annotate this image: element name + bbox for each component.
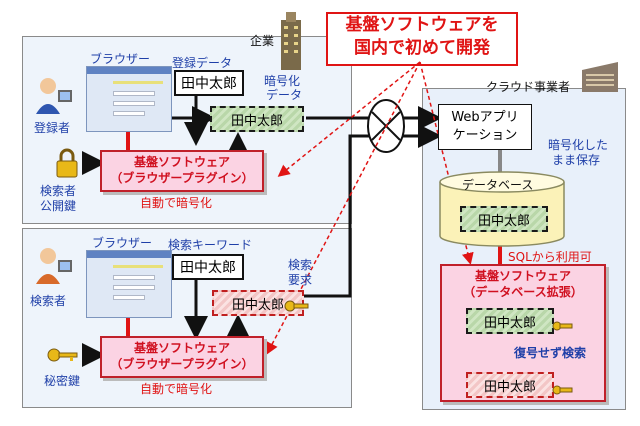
public-key-label-1: 検索者: [40, 184, 77, 198]
enterprise-label: 企業: [250, 34, 275, 48]
bottom-plugin-line2: （ブラウザープラグイン）: [110, 357, 254, 371]
top-plugin-line1: 基盤ソフトウェア: [133, 155, 230, 169]
top-auto-encrypt: 自動で暗号化: [140, 196, 213, 210]
bottom-browser-label: ブラウザー: [92, 236, 153, 250]
registrant-user-icon: [34, 76, 74, 116]
top-plugin-box: 基盤ソフトウェア （ブラウザープラグイン）: [100, 150, 264, 192]
db-extension-line1: 基盤ソフトウェア: [474, 269, 571, 283]
public-key-label-2: 公開鍵: [40, 199, 77, 213]
webapp-line1: Webアプリ: [451, 110, 519, 125]
database-value: 田中太郎: [460, 206, 548, 232]
cloud-label: クラウド事業者: [486, 80, 571, 94]
top-plugin-line2: （ブラウザープラグイン）: [110, 171, 254, 185]
database-label: データベース: [462, 178, 534, 192]
sql-label: SQLから利用可: [508, 250, 592, 264]
webapp-line2: ケーション: [452, 128, 518, 143]
top-encrypted-label-2: データ: [266, 88, 303, 102]
top-encrypted-label-1: 暗号化: [264, 74, 301, 88]
store-label-2: まま保存: [552, 153, 601, 167]
bottom-plain-value: 田中太郎: [172, 254, 244, 280]
bottom-auto-encrypt: 自動で暗号化: [140, 382, 213, 396]
bottom-plugin-box: 基盤ソフトウェア （ブラウザープラグイン）: [100, 336, 264, 378]
top-plain-value: 田中太郎: [174, 70, 244, 96]
request-key-icon: [284, 298, 310, 314]
request-label-2: 要求: [288, 273, 313, 287]
search-without-decrypt-label: 復号せず検索: [514, 346, 587, 360]
store-label-1: 暗号化した: [548, 138, 609, 152]
building-icon: [276, 12, 306, 70]
top-browser-label: ブラウザー: [90, 52, 151, 66]
bottom-data-label: 検索キーワード: [168, 238, 253, 252]
db-extension-value-bottom: 田中太郎: [466, 372, 554, 398]
cloud-building-icon: [580, 60, 620, 92]
searcher-user-icon: [34, 246, 74, 286]
db-extension-value-top: 田中太郎: [466, 308, 554, 334]
public-key-lock-icon: [54, 148, 80, 178]
request-label-1: 検索: [288, 258, 313, 272]
registrant-label: 登録者: [34, 121, 71, 135]
ext-key-icon: [552, 318, 574, 332]
web-application-box: Webアプリ ケーション: [438, 104, 532, 150]
callout-box: 基盤ソフトウェアを 国内で初めて開発: [326, 12, 518, 66]
top-data-label: 登録データ: [172, 56, 233, 70]
secret-key-icon: [46, 346, 80, 364]
ext-key-icon-bottom: [552, 382, 574, 396]
searcher-label: 検索者: [30, 294, 67, 308]
callout-line2: 国内で初めて開発: [354, 38, 490, 58]
top-browser-window: [86, 66, 172, 132]
bottom-browser-window: [86, 250, 172, 318]
db-extension-line2: （データベース拡張）: [463, 285, 583, 299]
bottom-plugin-line1: 基盤ソフトウェア: [133, 341, 230, 355]
db-extension-title: 基盤ソフトウェア （データベース拡張）: [440, 268, 606, 300]
secret-key-label: 秘密鍵: [44, 374, 81, 388]
top-encrypted-value: 田中太郎: [210, 106, 304, 132]
callout-line1: 基盤ソフトウェアを: [345, 15, 499, 35]
